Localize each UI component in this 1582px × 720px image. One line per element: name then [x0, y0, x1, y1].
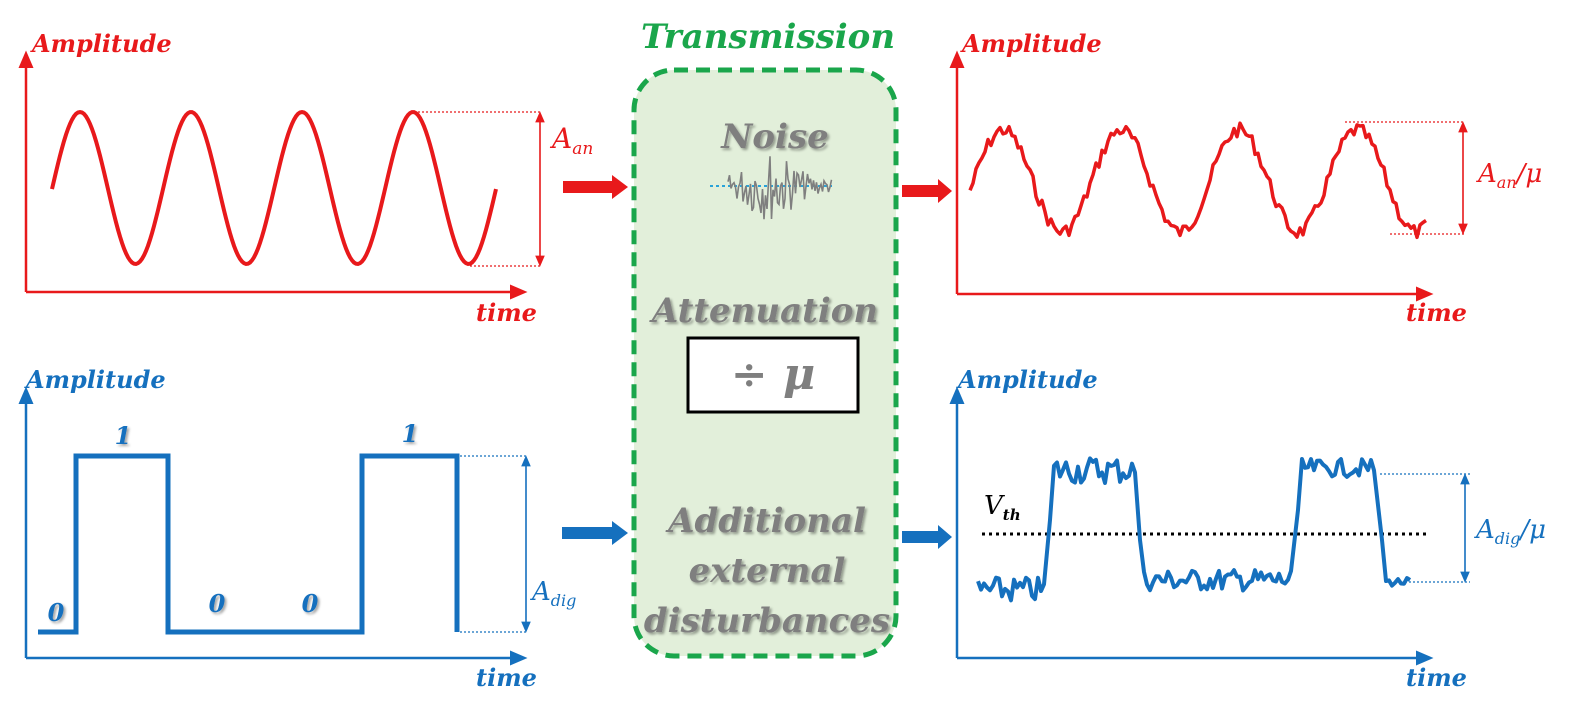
bit-label: 1 [402, 419, 419, 448]
noisy-square-wave-icon [976, 456, 1412, 603]
digital-input-chart: Amplitude time 0 1 0 0 1 Adig [18, 365, 576, 692]
bit-label: 0 [48, 598, 65, 627]
y-axis-label: Amplitude [30, 29, 172, 58]
transmission-block: Transmission Noise Attenuation ÷ μ Addit… [631, 17, 899, 659]
x-axis-label: time [1406, 663, 1467, 692]
bit-label: 1 [115, 421, 132, 450]
arrow-analog-out [902, 179, 952, 203]
y-axis-label: Amplitude [24, 365, 166, 394]
noise-icon [710, 156, 833, 220]
bit-label: 0 [209, 589, 226, 618]
sine-wave-icon [50, 109, 498, 267]
digital-output-chart: Amplitude time Vth Adig/μ [949, 365, 1546, 692]
arrow-digital-in [562, 521, 628, 545]
disturbance-line2: external [689, 551, 846, 591]
x-axis-label: time [476, 298, 537, 327]
y-axis-label: Amplitude [960, 29, 1102, 58]
bit-label: 0 [302, 589, 319, 618]
attenuation-label: Attenuation [649, 291, 878, 331]
amplitude-label: Adig [530, 577, 576, 610]
amplitude-label: Aan [549, 122, 593, 159]
disturbance-line3: disturbances [644, 601, 890, 641]
flow-arrows [562, 175, 952, 549]
x-axis-label: time [1406, 298, 1467, 327]
disturbance-line1: Additional [665, 501, 866, 541]
noise-label: Noise [720, 117, 828, 157]
arrow-digital-out [902, 525, 952, 549]
x-axis-label: time [476, 663, 537, 692]
square-wave-icon [38, 453, 460, 635]
amplitude-label: Aan/μ [1476, 159, 1542, 192]
y-axis-label: Amplitude [956, 365, 1098, 394]
divide-mu-icon: ÷ μ [731, 349, 815, 400]
attenuation-box [686, 336, 860, 414]
arrow-analog-in [563, 175, 628, 199]
threshold-label: Vth [984, 491, 1021, 524]
analog-output-chart: Amplitude time Aan/μ [949, 29, 1542, 327]
analog-input-chart: Amplitude time Aan [18, 29, 593, 327]
transmission-title: Transmission [641, 17, 895, 57]
noisy-sine-wave-icon [968, 121, 1427, 240]
amplitude-label: Adig/μ [1474, 515, 1546, 548]
